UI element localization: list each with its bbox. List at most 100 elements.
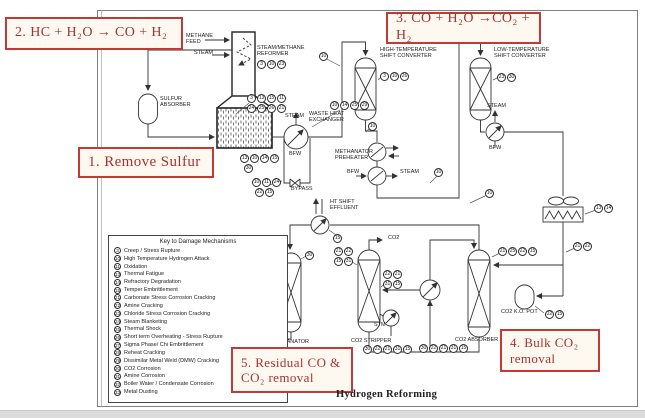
- legend-item-number: 21: [114, 294, 121, 302]
- damage-marker: 25: [257, 104, 266, 113]
- damage-marker: 11: [277, 94, 286, 103]
- damage-marker: 3: [257, 60, 266, 69]
- damage-marker: 31: [393, 345, 402, 354]
- legend-item-label: Amine Corrosion: [124, 373, 165, 380]
- damage-marker: 10: [267, 60, 276, 69]
- label-bfw-preheater: BFW: [347, 169, 360, 175]
- damage-marker: 14: [604, 204, 613, 213]
- callout-step-2-reaction: 2. HC + H₂O → CO + H₂: [5, 17, 183, 50]
- label-stm: STM: [374, 322, 386, 328]
- ht-shift-vessel: [354, 57, 377, 121]
- co2-stripper-vessel: [357, 249, 381, 333]
- label-steam-preheater: STEAM: [400, 169, 419, 175]
- damage-marker: 25: [508, 247, 517, 256]
- legend-item-label: Thermal Shock: [124, 326, 161, 333]
- legend-item-label: Boiler Water / Condensate Corrosion: [124, 381, 214, 388]
- legend-title: Key to Damage Mechanisms: [159, 239, 237, 245]
- damage-marker: 23: [277, 60, 286, 69]
- legend-item-number: 22: [114, 302, 121, 310]
- legend-item-number: 32: [114, 380, 121, 388]
- damage-marker: 10: [252, 178, 261, 187]
- damage-marker: 15: [403, 345, 412, 354]
- legend-item-number: 23: [114, 310, 121, 318]
- damage-marker: 21: [439, 344, 448, 353]
- callout-line: 1. Remove Sulfur: [88, 153, 201, 170]
- damage-marker: 21: [277, 104, 286, 113]
- legend-item-number: 11: [114, 263, 121, 271]
- damage-marker: 14: [340, 101, 349, 110]
- damage-marker: 13: [594, 204, 603, 213]
- legend-item-label: Chloride Stress Corrosion Cracking: [124, 310, 211, 317]
- legend-item-number: 26: [114, 333, 121, 341]
- legend-item-label: Oxidation: [124, 263, 148, 270]
- legend-item-label: Creep / Stress Rupture: [124, 247, 181, 254]
- callout-line: removal: [510, 350, 556, 366]
- legend-item-number: 33: [114, 388, 121, 396]
- damage-marker: 10: [368, 122, 377, 131]
- callout-line: 2. HC + H₂O → CO + H₂: [15, 25, 168, 41]
- label-bfw-ltsg: BFW: [489, 145, 502, 151]
- damage-marker: 11: [262, 178, 271, 187]
- label-co2-overhead: CO2: [388, 235, 400, 241]
- legend-item-label: Sigma Phase/ Chi Embrittlement: [124, 342, 204, 349]
- damage-marker: 15: [270, 154, 279, 163]
- damage-marker: 15: [393, 280, 402, 289]
- legend-item-label: Steam Blanketing: [124, 318, 168, 325]
- damage-marker: 24: [247, 104, 256, 113]
- damage-marker: 25: [350, 101, 359, 110]
- diagram-title: Hydrogen Reforming: [336, 389, 438, 400]
- label-bypass: BYPASS: [291, 186, 313, 192]
- damage-marker: 15: [334, 257, 343, 266]
- legend-item-number: 25: [114, 325, 121, 333]
- legend-item-label: Metal Dusting: [124, 389, 158, 396]
- label-methane-feed: METHANE FEED: [186, 33, 213, 46]
- callout-step-5-residual-co-co2-removal: 5. Residual CO &CO₂ removal: [231, 347, 353, 393]
- legend-item-number: 13: [114, 270, 121, 278]
- damage-marker: 31: [344, 257, 353, 266]
- label-lt-shift-converter: LOW-TEMPERATURE SHIFT CONVERTER: [494, 47, 550, 60]
- damage-marker: 31: [449, 344, 458, 353]
- callout-line: 4. Bulk CO₂: [510, 335, 579, 351]
- label-co2-absorber: CO2 ABSORBER: [455, 337, 499, 343]
- sulfur-absorber-vessel: [138, 93, 158, 125]
- legend-item-label: Amine Cracking: [124, 302, 163, 309]
- damage-marker: 22: [429, 344, 438, 353]
- label-waste-heat-exchanger: WASTE HEAT EXCHANGER: [309, 111, 345, 124]
- legend-item-number: 3: [114, 247, 121, 255]
- legend-item-label: CO2 Corrosion: [124, 365, 161, 372]
- legend-item-label: Temper Embrittlement: [124, 287, 178, 294]
- damage-marker: 15: [555, 310, 564, 319]
- legend-item-label: Dissimilar Metal Weld (DMW) Cracking: [124, 357, 219, 364]
- damage-marker: 14: [260, 154, 269, 163]
- damage-marker: 15: [528, 247, 537, 256]
- damage-marker: 22: [518, 247, 527, 256]
- damage-marker: 10: [485, 189, 494, 198]
- label-co2-ko-pot: CO2 K.O. POT: [501, 309, 538, 315]
- damage-marker: 10: [434, 168, 443, 177]
- damage-marker: 21: [573, 242, 582, 251]
- damage-marker: 13: [240, 154, 249, 163]
- damage-marker: 22: [255, 188, 264, 197]
- legend-item-number: 27: [114, 341, 121, 349]
- scan-edge: [0, 410, 645, 418]
- label-steam-whe: STEAM: [285, 113, 304, 119]
- legend-item-label: High Temperature Hydrogen Attack: [124, 255, 210, 262]
- legend-item-label: Refractory Degradation: [124, 279, 181, 286]
- legend-item-label: Carbonate Stress Corrosion Cracking: [124, 294, 216, 301]
- legend-item-label: Thermal Fatigue: [124, 271, 165, 278]
- legend-item-number: 28: [114, 349, 121, 357]
- label-steam-ltsg: STEAM: [487, 103, 506, 109]
- legend-item-number: 24: [114, 318, 121, 326]
